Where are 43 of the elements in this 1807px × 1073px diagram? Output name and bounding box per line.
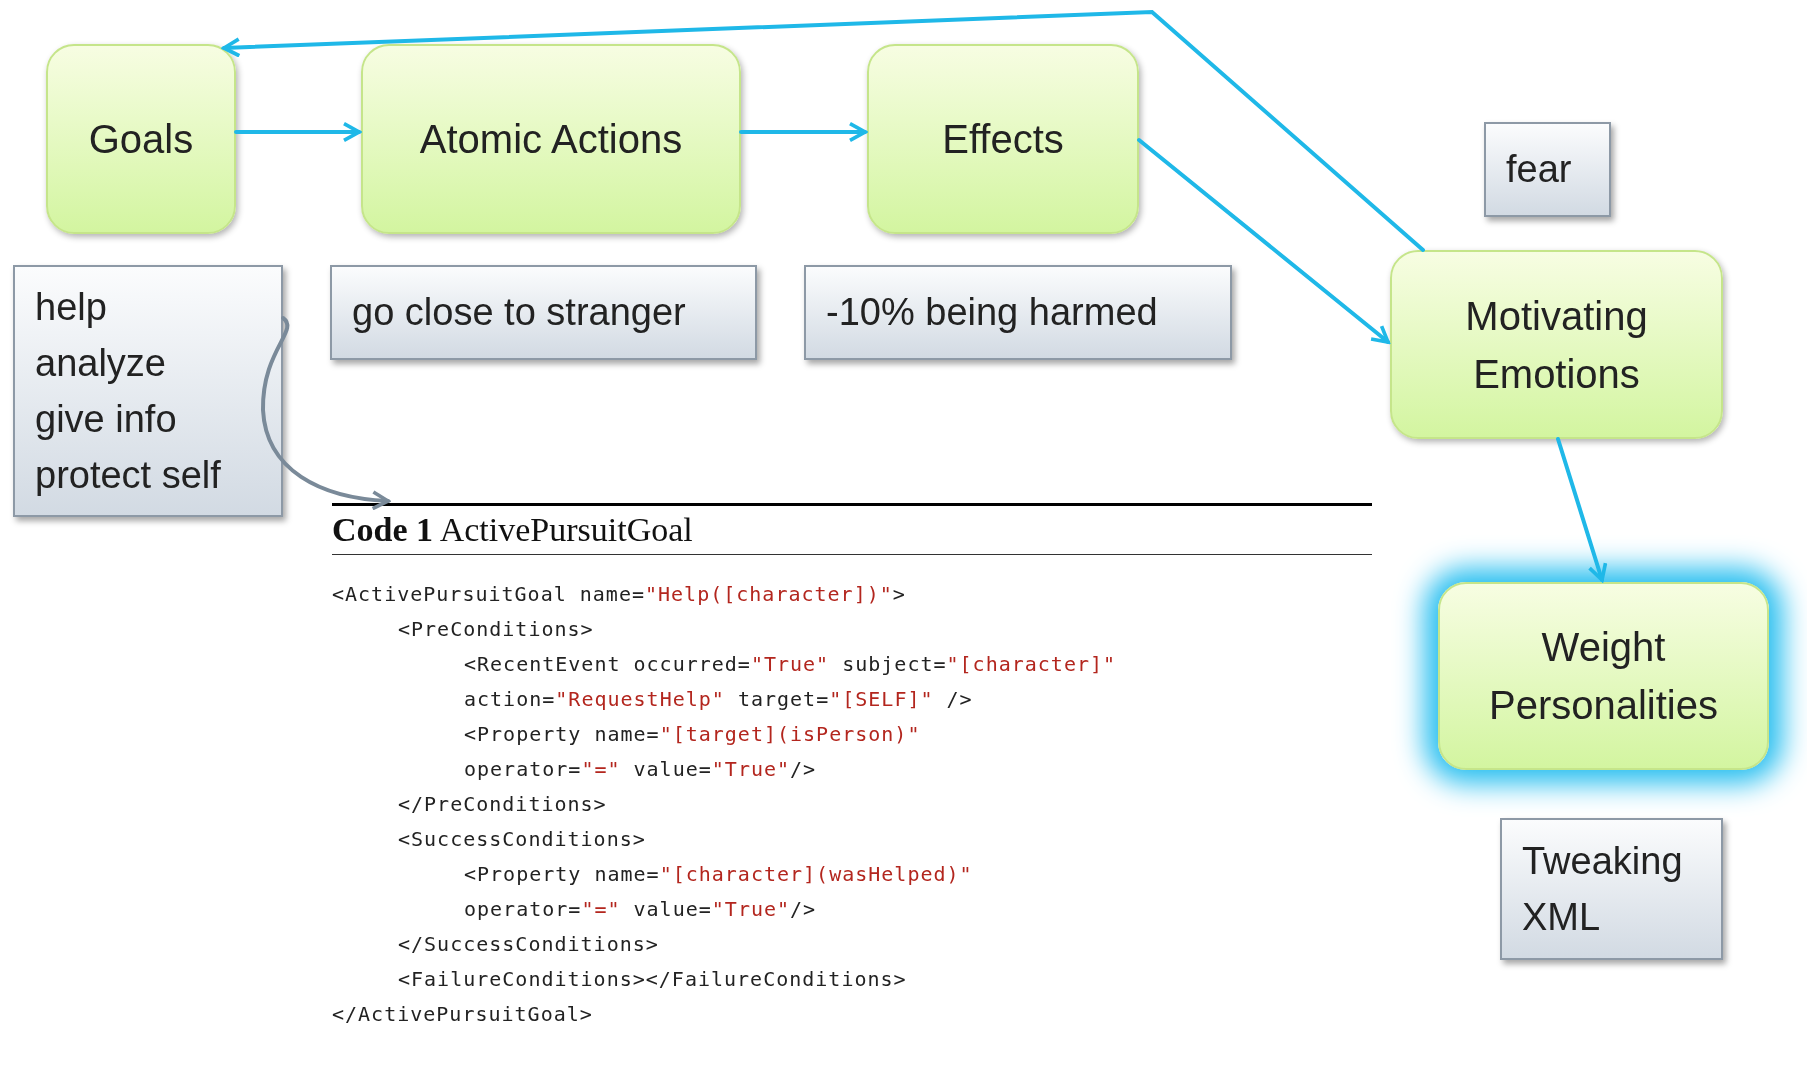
list-item: protect self: [35, 453, 221, 498]
list-item: help: [35, 285, 107, 330]
arrow: [222, 9, 1425, 252]
arrow: [234, 121, 361, 143]
process-box: [867, 44, 1139, 234]
process-box: [361, 44, 741, 234]
process-box: [1390, 250, 1723, 439]
box-label: -10% being harmed: [826, 290, 1158, 335]
arrow: [1556, 437, 1608, 582]
code-line: </SuccessConditions>: [398, 931, 659, 958]
process-box: [46, 44, 236, 234]
box-label: fear: [1506, 147, 1572, 192]
code-line: <SuccessConditions>: [398, 826, 646, 853]
code-line: <FailureConditions></FailureConditions>: [398, 966, 907, 993]
list-item: analyze: [35, 341, 166, 386]
listing-heading: Code 1 ActivePursuitGoal: [332, 506, 1372, 555]
code-line: <Property name="[character](wasHelped)": [464, 861, 973, 888]
box-label: go close to stranger: [352, 290, 686, 335]
code-line: <PreConditions>: [398, 616, 594, 643]
note-box: [1484, 122, 1611, 217]
code-line: </ActivePursuitGoal>: [332, 1001, 593, 1028]
process-box: [1438, 582, 1769, 770]
list-item: give info: [35, 397, 177, 442]
code-line: action="RequestHelp" target="[SELF]" />: [464, 686, 973, 713]
arrow: [261, 316, 390, 510]
code-line: <ActivePursuitGoal name="Help([character])">: [332, 581, 906, 608]
box-label: Weight Personalities: [1488, 624, 1719, 729]
code-line: </PreConditions>: [398, 791, 607, 818]
box-label: Atomic Actions: [419, 116, 683, 163]
box-label: Effects: [942, 116, 1064, 163]
note-box: [330, 265, 757, 360]
code-line: <RecentEvent occurred="True" subject="[character]": [464, 651, 1117, 678]
code-line: operator="=" value="True"/>: [464, 756, 817, 783]
arrow: [1137, 138, 1390, 344]
note-box: [804, 265, 1232, 360]
list-box: [13, 265, 283, 517]
box-label: Goals: [88, 116, 194, 163]
box-label: Tweaking XML: [1522, 839, 1684, 940]
code-line: operator="=" value="True"/>: [464, 896, 817, 923]
box-label: Motivating Emotions: [1464, 292, 1649, 398]
arrow: [739, 121, 867, 143]
code-line: <Property name="[target](isPerson)": [464, 721, 921, 748]
note-box: [1500, 818, 1723, 960]
